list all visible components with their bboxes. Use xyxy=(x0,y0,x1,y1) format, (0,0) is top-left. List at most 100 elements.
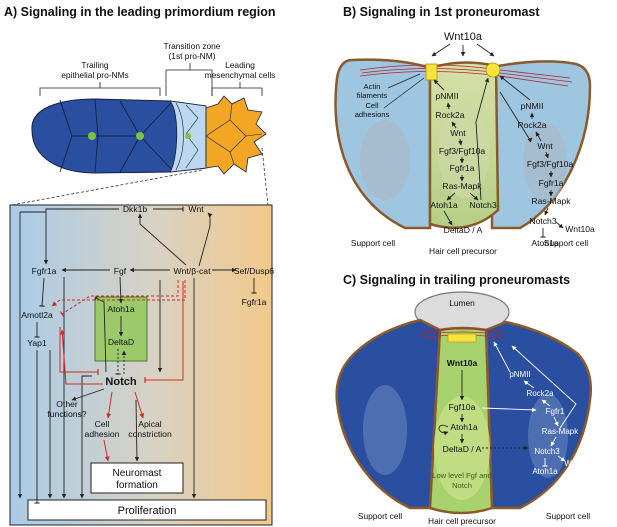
b-adhesions-line2: adhesions xyxy=(355,110,390,119)
c-center-fgf10a: Fgf10a xyxy=(449,402,476,412)
panel-c-title: C) Signaling in trailing proneuromasts xyxy=(343,273,570,287)
node-fgfr1a: Fgfr1a xyxy=(32,266,57,276)
b-center-atoh1a: Atoh1a xyxy=(430,200,457,210)
c-center-atoh1a: Atoh1a xyxy=(450,422,477,432)
b-nucleus-right xyxy=(523,122,567,202)
panel-a-red-arrows xyxy=(51,280,186,462)
node-apical-constriction-line2: constriction xyxy=(128,429,172,439)
label-transition-line1: Transition zone xyxy=(164,41,221,51)
c-cell-adhesion xyxy=(447,333,477,343)
c-low-level-line1: Low level Fgf and xyxy=(432,471,492,480)
node-apical-constriction-line1: Apical xyxy=(138,419,161,429)
b-right-pnmii: pNMII xyxy=(521,101,544,111)
c-nucleus-center xyxy=(434,396,490,500)
b-center-fgfr1a: Fgfr1a xyxy=(450,163,475,173)
b-right-wnt10a: Wnt10a xyxy=(565,224,595,234)
b-center-ras: Ras-Mapk xyxy=(442,181,482,191)
b-center-rock2a: Rock2a xyxy=(435,110,464,120)
c-support-cell-left-label: Support cell xyxy=(358,511,402,521)
proliferation-box xyxy=(27,499,267,521)
node-wnt-bcat: Wnt/β-cat xyxy=(174,266,212,276)
b-nucleus-left xyxy=(360,120,410,200)
c-right-atoh1a: Atoh1a xyxy=(532,467,558,476)
panel-c-arrows-white xyxy=(481,341,577,467)
b-wnt10a: Wnt10a xyxy=(444,31,483,43)
label-trailing-line1: Trailing xyxy=(81,60,108,70)
c-right-notch3: Notch3 xyxy=(534,447,560,456)
b-right-fgfr1a: Fgfr1a xyxy=(539,178,564,188)
c-low-level-line2: Notch xyxy=(452,481,472,490)
panel-a-arrows xyxy=(17,206,257,504)
panel-c: C) Signaling in trailing proneuromasts L… xyxy=(335,273,592,526)
b-actin-line1: Actin xyxy=(364,82,381,91)
node-sef-dusp6: Sef/Dusp6 xyxy=(234,266,274,276)
node-cell-adhesion-line1: Cell xyxy=(95,419,110,429)
b-right-atoh1a: Atoh1a xyxy=(531,238,558,248)
c-right-wnt10a: Wnt10a xyxy=(564,459,592,468)
panel-a-title: A) Signaling in the leading primordium r… xyxy=(4,5,276,19)
rosette-center-icon xyxy=(185,133,191,139)
b-center-deltad: DeltaD / A xyxy=(444,225,483,235)
node-amotl2a: Amotl2a xyxy=(21,310,53,320)
b-adhesions-line1: Cell xyxy=(365,101,378,110)
b-center-wnt: Wnt xyxy=(450,128,466,138)
zoom-lines xyxy=(11,147,269,206)
b-nucleus-center xyxy=(438,102,490,198)
label-transition-line2: (1st pro-NM) xyxy=(169,51,216,61)
panel-b-title: B) Signaling in 1st proneuromast xyxy=(343,5,540,19)
node-wnt: Wnt xyxy=(188,204,204,214)
b-right-fgf: Fgf3/Fgf10a xyxy=(527,159,574,169)
c-nucleus-left xyxy=(363,385,407,475)
label-trailing-line2: epithelial pro-NMs xyxy=(61,70,129,80)
node-fgf: Fgf xyxy=(114,266,127,276)
c-center-deltad: DeltaD / A xyxy=(443,444,482,454)
b-center-fgf: Fgf3/Fgf10a xyxy=(439,146,486,156)
c-support-cell-right-label: Support cell xyxy=(546,511,590,521)
c-hair-cell-precursor-label: Hair cell precursor xyxy=(428,516,496,526)
node-neuromast-formation-line2: formation xyxy=(116,480,158,491)
node-cell-adhesion-line2: adhesion xyxy=(85,429,120,439)
node-proliferation: Proliferation xyxy=(118,505,177,517)
rosette-center-icon xyxy=(136,132,144,140)
panel-b: B) Signaling in 1st proneuromast Wnt10a … xyxy=(334,5,595,256)
node-deltad: DeltaD xyxy=(108,337,134,347)
node-atoh1a: Atoh1a xyxy=(107,304,134,314)
label-leading-line2: mesenchymal cells xyxy=(205,70,276,80)
b-hair-cell-precursor-label: Hair cell precursor xyxy=(429,246,497,256)
b-right-notch3: Notch3 xyxy=(529,216,556,226)
b-cell-adhesion-left xyxy=(425,63,438,81)
node-dkk1b: Dkk1b xyxy=(123,204,148,214)
b-right-rock2a: Rock2a xyxy=(517,120,546,130)
primordium xyxy=(31,95,267,175)
node-yap1: Yap1 xyxy=(27,338,47,348)
c-right-rock2a: Rock2a xyxy=(526,389,554,398)
c-right-fgfr1: Fgfr1 xyxy=(546,407,565,416)
label-leading-line1: Leading xyxy=(225,60,255,70)
node-other-functions-line1: Other xyxy=(56,399,78,409)
c-nucleus-right xyxy=(528,394,568,478)
rosette-center-icon xyxy=(88,132,96,140)
leading-mesenchymal-cells xyxy=(205,95,267,175)
panel-c-arrows-dark xyxy=(438,370,529,451)
c-lumen-label: Lumen xyxy=(449,298,475,308)
neuromast-formation-box xyxy=(90,462,184,494)
panel-b-arrows xyxy=(433,75,564,238)
bracket-transition xyxy=(165,63,213,96)
panel-a: A) Signaling in the leading primordium r… xyxy=(4,5,276,526)
b-support-cell-left-label: Support cell xyxy=(351,238,395,248)
b-right-wnt: Wnt xyxy=(537,141,553,151)
node-other-functions-line2: functions? xyxy=(47,409,86,419)
c-center-wnt10a: Wnt10a xyxy=(447,358,478,368)
c-right-pnmii: pNMII xyxy=(509,370,530,379)
c-right-ras: Ras-Mapk xyxy=(542,427,579,436)
bracket-leading xyxy=(211,82,263,96)
node-neuromast-formation-line1: Neuromast xyxy=(113,468,162,479)
bracket-trailing xyxy=(39,82,161,96)
node-fgfr1a-right: Fgfr1a xyxy=(242,297,267,307)
b-center-pnmii: pNMII xyxy=(436,91,459,101)
b-center-notch3: Notch3 xyxy=(469,200,496,210)
b-cell-adhesion-right xyxy=(485,62,501,78)
b-actin-line2: filaments xyxy=(357,91,388,100)
b-support-cell-right-label: Support cell xyxy=(544,238,588,248)
